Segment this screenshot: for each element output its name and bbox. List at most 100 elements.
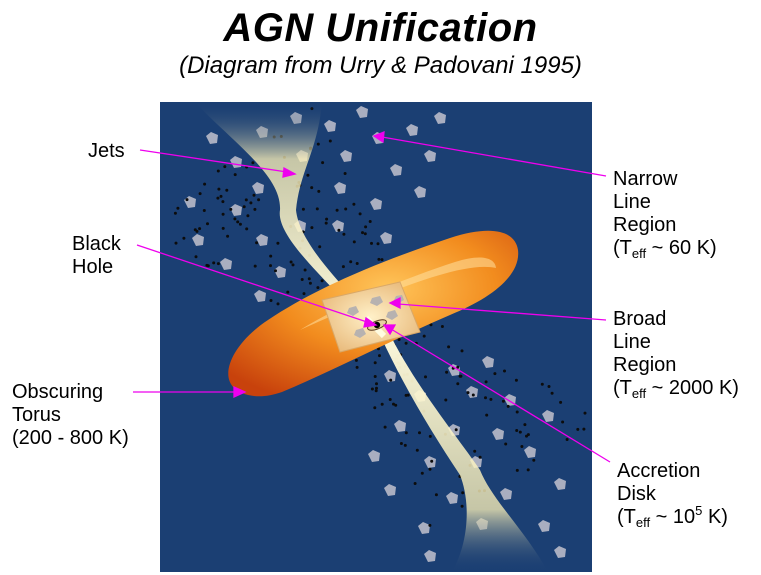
scatter-dot (418, 431, 421, 434)
scatter-dot (308, 277, 311, 280)
scatter-dot (175, 242, 178, 245)
scatter-dot (306, 174, 309, 177)
scatter-dot (356, 262, 359, 265)
scatter-dot (207, 264, 210, 267)
label-black-hole-line2: Hole (72, 256, 121, 279)
scatter-dot (269, 255, 272, 258)
scatter-dot (582, 428, 585, 431)
label-disk-temp: (Teff ~ 105 K) (617, 506, 728, 529)
scatter-dot (373, 406, 376, 409)
scatter-dot (292, 263, 295, 266)
scatter-dot (243, 205, 246, 208)
scatter-dot (321, 161, 324, 164)
label-blr-temp: (Teff ~ 2000 K) (613, 377, 739, 400)
scatter-dot (502, 400, 505, 403)
scatter-dot (485, 380, 488, 383)
scatter-dot (584, 412, 587, 415)
scatter-dot (364, 225, 367, 228)
scatter-dot (355, 359, 358, 362)
scatter-dot (304, 269, 307, 272)
scatter-dot (349, 260, 352, 263)
scatter-dot (203, 183, 206, 186)
label-jets: Jets (88, 140, 125, 163)
scatter-dot (405, 342, 408, 345)
scatter-dot (234, 173, 237, 176)
scatter-dot (455, 428, 458, 431)
scatter-dot (325, 222, 328, 225)
scatter-dot (203, 209, 206, 212)
scatter-dot (429, 468, 432, 471)
scatter-dot (414, 482, 417, 485)
scatter-dot (435, 493, 438, 496)
scatter-dot (371, 388, 374, 391)
scatter-dot (356, 366, 359, 369)
label-broad-line-region: Broad Line Region (Teff ~ 2000 K) (613, 308, 739, 400)
scatter-dot (374, 375, 377, 378)
scatter-dot (309, 282, 312, 285)
scatter-dot (217, 188, 220, 191)
scatter-dot (353, 240, 356, 243)
scatter-dot (229, 208, 232, 211)
scatter-dot (561, 421, 564, 424)
scatter-dot (461, 505, 464, 508)
scatter-dot (484, 396, 487, 399)
label-disk-line1: Accretion (617, 460, 728, 483)
scatter-dot (223, 165, 226, 168)
label-blr-line3: Region (613, 354, 739, 377)
scatter-dot (325, 218, 328, 221)
scatter-dot (375, 387, 378, 390)
scatter-dot (217, 170, 220, 173)
scatter-dot (344, 172, 347, 175)
label-nlr-line1: Narrow (613, 168, 717, 191)
scatter-dot (459, 375, 462, 378)
scatter-dot (254, 265, 257, 268)
scatter-dot (516, 469, 519, 472)
label-black-hole: Black Hole (72, 233, 121, 279)
scatter-dot (233, 217, 236, 220)
scatter-dot (225, 189, 228, 192)
scatter-dot (429, 435, 432, 438)
scatter-dot (472, 394, 475, 397)
scatter-dot (527, 433, 530, 436)
scatter-dot (269, 264, 272, 267)
scatter-dot (302, 208, 305, 211)
scatter-dot (485, 414, 488, 417)
scatter-dot (507, 405, 510, 408)
scatter-dot (255, 241, 258, 244)
scatter-dot (479, 456, 482, 459)
scatter-dot (405, 431, 408, 434)
scatter-dot (198, 227, 201, 230)
scatter-dot (527, 468, 530, 471)
scatter-dot (428, 524, 431, 527)
scatter-dot (447, 345, 450, 348)
scatter-dot (473, 450, 476, 453)
label-black-hole-line1: Black (72, 233, 121, 256)
scatter-dot (221, 200, 224, 203)
scatter-dot (378, 354, 381, 357)
scatter-dot (456, 382, 459, 385)
scatter-dot (515, 379, 518, 382)
scatter-dot (222, 213, 225, 216)
scatter-dot (290, 261, 293, 264)
scatter-dot (220, 195, 223, 198)
scatter-dot (246, 214, 249, 217)
scatter-dot (194, 228, 197, 231)
scatter-dot (276, 242, 279, 245)
scatter-dot (303, 292, 306, 295)
scatter-dot (342, 233, 345, 236)
scatter-dot (301, 278, 304, 281)
scatter-dot (400, 442, 403, 445)
label-torus-line3: (200 - 800 K) (12, 427, 129, 450)
scatter-dot (430, 460, 433, 463)
scatter-dot (199, 192, 202, 195)
scatter-dot (336, 209, 339, 212)
scatter-dot (381, 403, 384, 406)
scatter-dot (532, 459, 535, 462)
scatter-dot (361, 231, 364, 234)
scatter-dot (318, 245, 321, 248)
scatter-dot (226, 235, 229, 238)
scatter-dot (274, 269, 277, 272)
scatter-dot (421, 472, 424, 475)
scatter-dot (286, 291, 289, 294)
scatter-dot (316, 207, 319, 210)
